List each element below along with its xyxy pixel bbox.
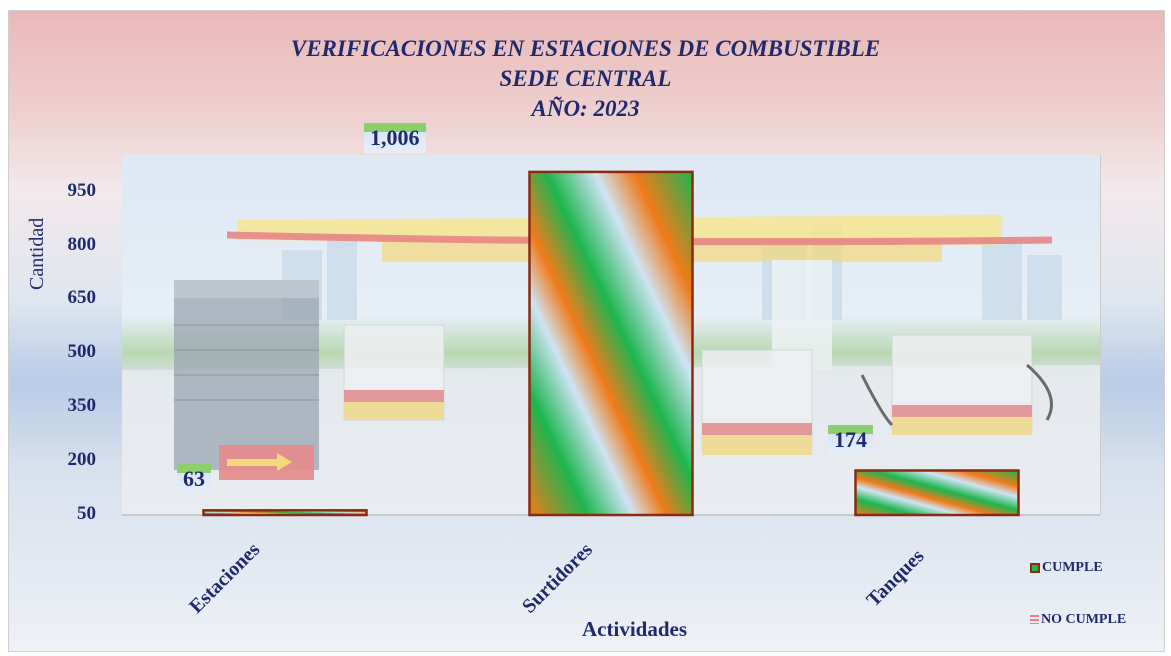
x-axis-label: Actividades	[582, 617, 687, 641]
data-label-surtidores: 1,006	[364, 123, 426, 153]
data-label-estaciones: 63	[177, 464, 211, 494]
chart-title-line-2: SEDE CENTRAL	[499, 66, 672, 91]
bar-tanques	[854, 469, 1020, 517]
y-axis-label: Cantidad	[26, 217, 48, 290]
y-tick-650: 650	[67, 287, 97, 308]
chart-title-line-1: VERIFICACIONES EN ESTACIONES DE COMBUSTI…	[290, 36, 881, 61]
y-tick-800: 800	[67, 234, 97, 255]
y-tick-950: 950	[67, 180, 97, 201]
y-tick-500: 500	[67, 341, 97, 362]
y-tick-200: 200	[67, 449, 97, 470]
legend-item-cumple: CUMPLE	[1030, 560, 1103, 576]
chart-title-line-3: AÑO: 2023	[531, 96, 640, 121]
y-tick-50: 50	[77, 503, 96, 524]
y-tick-350: 350	[67, 395, 97, 416]
data-label-tanques: 174	[828, 425, 873, 455]
legend-swatch-no-cumple	[1030, 615, 1039, 625]
legend-item-no-cumple: NO CUMPLE	[1030, 612, 1126, 628]
legend-label-cumple: CUMPLE	[1042, 560, 1103, 575]
legend-swatch-cumple	[1030, 562, 1040, 573]
bar-estaciones	[202, 509, 368, 517]
bar-surtidores	[528, 170, 694, 517]
legend-label-no-cumple: NO CUMPLE	[1041, 612, 1127, 627]
